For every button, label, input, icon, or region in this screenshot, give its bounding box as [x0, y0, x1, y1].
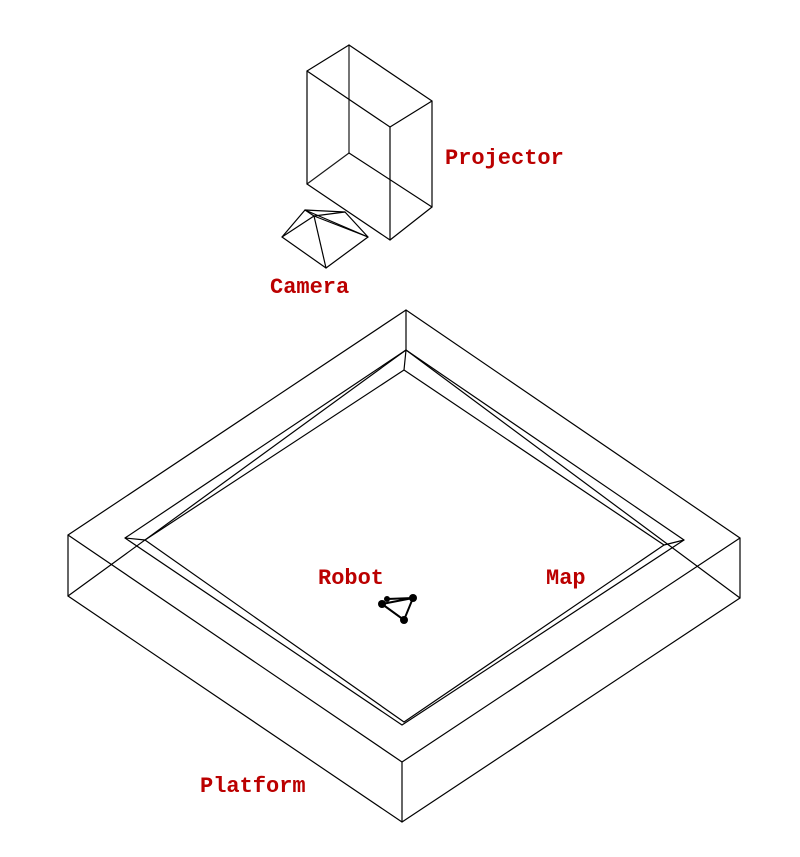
label-platform: Platform [200, 774, 306, 799]
robot-icon [378, 594, 417, 624]
camera-pyramid [281, 209, 369, 269]
platform-frame [67, 309, 741, 823]
label-map: Map [546, 566, 586, 591]
label-camera: Camera [270, 275, 349, 300]
label-projector: Projector [445, 146, 564, 171]
projector-box [306, 44, 433, 241]
label-robot: Robot [318, 566, 384, 591]
